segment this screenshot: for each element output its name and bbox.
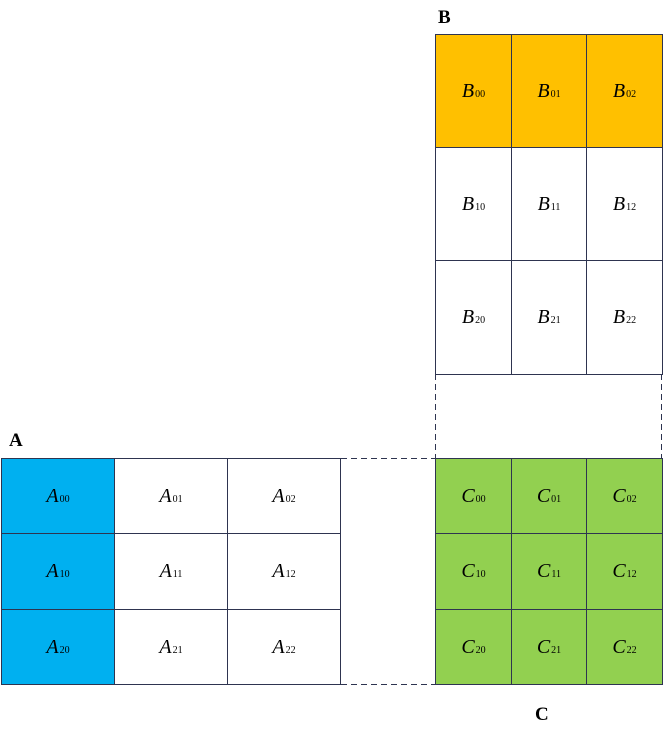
- cell-symbol: B: [461, 192, 475, 215]
- cell-symbol: C: [461, 484, 475, 507]
- cell-index: 01: [172, 493, 183, 505]
- cell-symbol: A: [159, 484, 172, 507]
- cell-index: 00: [475, 493, 486, 505]
- cell-index: 20: [475, 644, 486, 656]
- cell-index: 12: [626, 569, 637, 580]
- cell-index: 01: [551, 493, 562, 505]
- matrix-c-label: C: [535, 704, 549, 725]
- cell-index: 21: [551, 644, 562, 656]
- matrix-a-label: A: [9, 430, 23, 451]
- cell-index: 22: [626, 315, 637, 326]
- cell-symbol: B: [537, 192, 550, 215]
- cell-symbol: A: [46, 635, 59, 658]
- cell-symbol: B: [461, 306, 475, 328]
- cell-symbol: A: [46, 560, 59, 582]
- cell-symbol: B: [612, 306, 626, 328]
- cell-index: 11: [550, 201, 561, 213]
- cell-index: 00: [475, 88, 486, 100]
- cell-symbol: C: [612, 635, 626, 658]
- cell-index: 10: [59, 569, 70, 580]
- cell-index: 21: [172, 644, 183, 656]
- cell-index: 12: [285, 569, 296, 580]
- cell-symbol: C: [461, 560, 475, 582]
- cell-symbol: B: [537, 79, 550, 102]
- cell-symbol: B: [461, 79, 475, 102]
- cell-index: 11: [172, 569, 183, 580]
- cell-symbol: A: [272, 635, 285, 658]
- cell-index: 02: [626, 88, 637, 100]
- cell-symbol: C: [536, 635, 551, 658]
- cell-index: 01: [550, 88, 561, 100]
- cell-index: 10: [475, 201, 486, 213]
- cell-index: 02: [285, 493, 296, 505]
- cell-symbol: A: [272, 484, 285, 507]
- cell-symbol: A: [159, 635, 172, 658]
- matrix-b-label: B: [438, 7, 451, 28]
- cell-symbol: B: [612, 79, 626, 102]
- cell-symbol: B: [537, 306, 550, 328]
- cell-index: 22: [626, 644, 637, 656]
- cell-symbol: A: [159, 560, 172, 582]
- cell-index: 20: [59, 644, 70, 656]
- cell-symbol: C: [461, 635, 475, 658]
- cell-symbol: C: [537, 560, 551, 582]
- cell-index: 21: [550, 315, 561, 326]
- cell-index: 02: [626, 493, 637, 505]
- cell-symbol: C: [536, 484, 551, 507]
- cell-index: 20: [475, 315, 486, 326]
- cell-index: 00: [59, 493, 70, 505]
- cell-symbol: A: [46, 484, 59, 507]
- cell-index: 10: [475, 569, 486, 580]
- cell-symbol: C: [612, 560, 626, 582]
- cell-index: 12: [626, 201, 637, 213]
- cell-symbol: A: [272, 560, 285, 582]
- cell-symbol: B: [612, 192, 626, 215]
- cell-index: 22: [285, 644, 296, 656]
- cell-symbol: C: [612, 484, 626, 507]
- cell-index: 11: [551, 569, 561, 580]
